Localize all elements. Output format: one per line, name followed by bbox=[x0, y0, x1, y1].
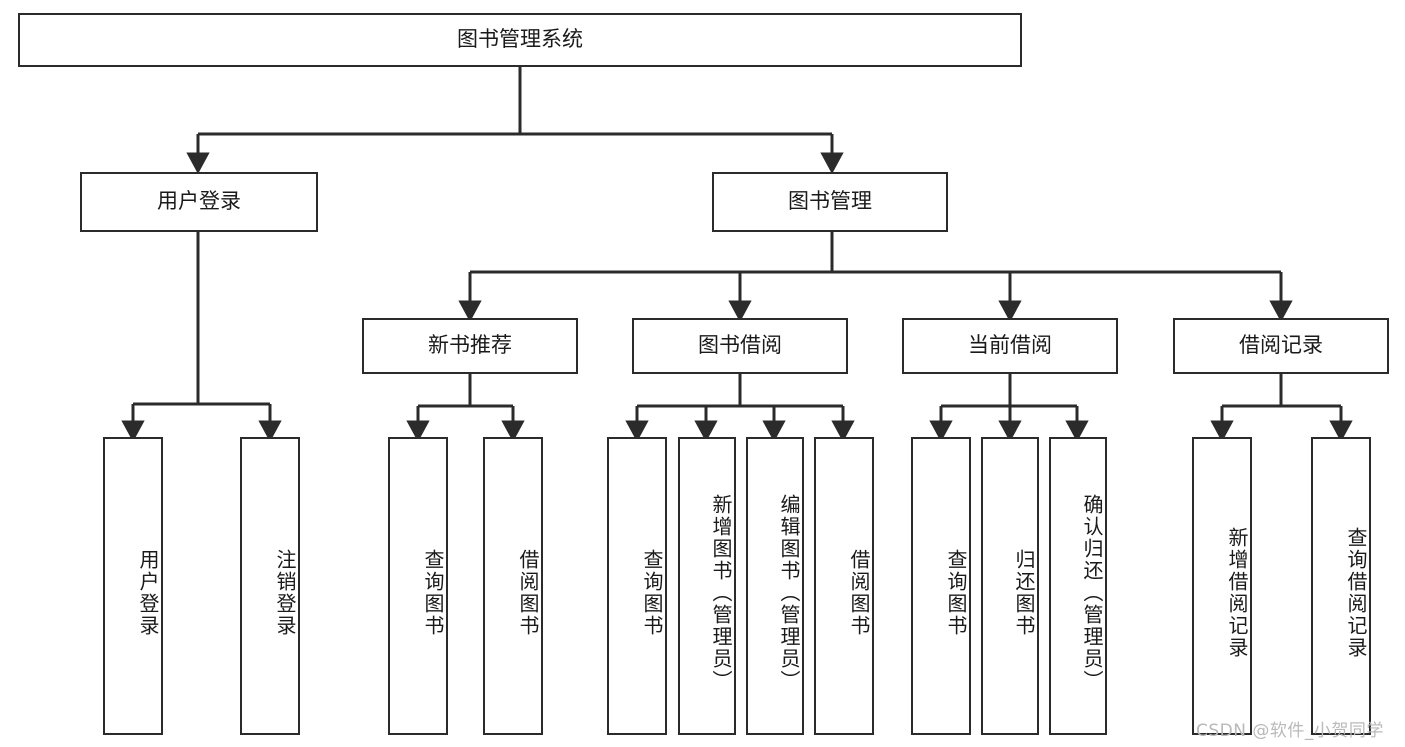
node-borrow-records[interactable]: 借阅记录 bbox=[1173, 318, 1389, 374]
node-label: 新增借阅记录 bbox=[1225, 527, 1249, 659]
leaf-confirm-return-admin[interactable]: 确认归还（管理员） bbox=[1049, 437, 1107, 735]
node-label: 借阅图书 bbox=[516, 549, 540, 637]
node-label: 新书推荐 bbox=[428, 333, 512, 358]
leaf-add-book-admin[interactable]: 新增图书（管理员） bbox=[678, 437, 736, 735]
leaf-add-borrow-record[interactable]: 新增借阅记录 bbox=[1192, 437, 1252, 735]
leaf-borrow-book[interactable]: 借阅图书 bbox=[814, 437, 874, 735]
edge-records-to-leaves bbox=[1210, 374, 1353, 442]
node-user-login[interactable]: 用户登录 bbox=[80, 172, 318, 232]
node-label: 查询图书 bbox=[944, 549, 968, 637]
leaf-query-book-recommend[interactable]: 查询图书 bbox=[388, 437, 448, 735]
leaf-borrow-book-recommend[interactable]: 借阅图书 bbox=[483, 437, 543, 735]
node-label: 确认归还（管理员） bbox=[1080, 494, 1104, 692]
leaf-edit-book-admin[interactable]: 编辑图书（管理员） bbox=[746, 437, 804, 735]
node-label: 查询借阅记录 bbox=[1344, 527, 1368, 659]
leaf-logout[interactable]: 注销登录 bbox=[240, 437, 300, 735]
leaf-query-book-current[interactable]: 查询图书 bbox=[911, 437, 971, 735]
edge-userlogin-to-leaves bbox=[121, 232, 282, 442]
node-label: 归还图书 bbox=[1012, 549, 1036, 637]
node-root-system[interactable]: 图书管理系统 bbox=[18, 13, 1022, 67]
leaf-query-borrow-record[interactable]: 查询借阅记录 bbox=[1311, 437, 1371, 735]
node-label: 查询图书 bbox=[640, 549, 664, 637]
node-label: 编辑图书（管理员） bbox=[777, 494, 801, 692]
leaf-return-book[interactable]: 归还图书 bbox=[981, 437, 1039, 735]
node-new-book-recommend[interactable]: 新书推荐 bbox=[362, 318, 578, 374]
node-label: 新增图书（管理员） bbox=[709, 494, 733, 692]
edge-bookmgmt-to-level3 bbox=[458, 232, 1293, 322]
csdn-watermark: CSDN @软件_小贺同学 bbox=[1196, 721, 1384, 741]
node-label: 借阅记录 bbox=[1239, 333, 1323, 358]
node-label: 借阅图书 bbox=[847, 549, 871, 637]
node-label: 用户登录 bbox=[157, 189, 241, 214]
leaf-query-book-borrow[interactable]: 查询图书 bbox=[607, 437, 667, 735]
edge-root-to-level2 bbox=[186, 67, 844, 174]
node-book-management[interactable]: 图书管理 bbox=[712, 172, 948, 232]
node-label: 查询图书 bbox=[421, 549, 445, 637]
node-label: 注销登录 bbox=[273, 549, 297, 637]
node-label: 图书借阅 bbox=[698, 333, 782, 358]
node-label: 用户登录 bbox=[136, 549, 160, 637]
node-current-borrow[interactable]: 当前借阅 bbox=[902, 318, 1118, 374]
leaf-user-login[interactable]: 用户登录 bbox=[103, 437, 163, 735]
edge-newbook-to-leaves bbox=[406, 374, 525, 442]
edge-borrow-to-leaves bbox=[625, 374, 855, 442]
node-label: 当前借阅 bbox=[968, 333, 1052, 358]
node-label: 图书管理系统 bbox=[457, 27, 583, 52]
node-label: 图书管理 bbox=[788, 189, 872, 214]
edge-current-to-leaves bbox=[929, 374, 1089, 442]
node-book-borrow[interactable]: 图书借阅 bbox=[632, 318, 848, 374]
